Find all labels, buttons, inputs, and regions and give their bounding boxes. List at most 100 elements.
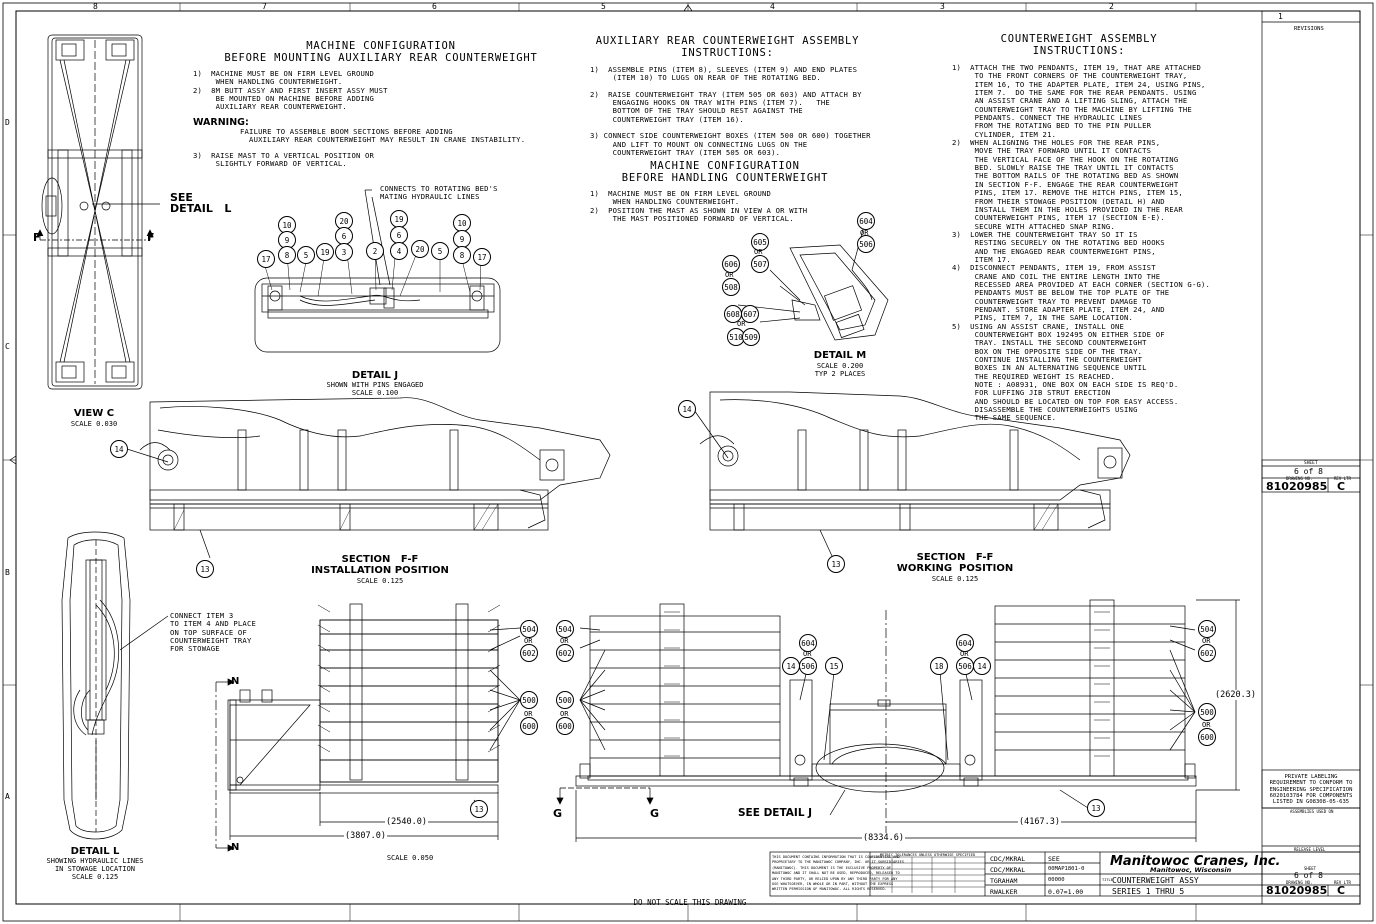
balloon: 3 (335, 243, 353, 261)
sheet-number: 6 of 8 (1294, 467, 1323, 476)
sheet-label: SHEET (1304, 461, 1318, 466)
balloon: 600 (1198, 728, 1216, 746)
or-label: OR (754, 248, 763, 256)
balloon: 604 (799, 634, 817, 652)
balloon: 13 (470, 800, 488, 818)
balloon: 8 (278, 246, 296, 264)
balloon: 13 (827, 555, 845, 573)
dimension-3807: (3807.0) (344, 831, 387, 841)
balloon: 509 (742, 328, 760, 346)
section-ff-working-scale: SCALE 0.125 (931, 575, 979, 583)
machine-config-2-title: MACHINE CONFIGURATION BEFORE HANDLING CO… (621, 160, 829, 184)
zone-d: D (5, 118, 10, 127)
zone-5: 5 (601, 2, 606, 11)
drawing-subtitle: SERIES 1 THRU 5 (1112, 887, 1185, 896)
engineer: TGRAHAM (990, 877, 1018, 885)
zone-3: 3 (940, 2, 945, 11)
balloon: 14 (782, 657, 800, 675)
zone-4: 4 (770, 2, 775, 11)
or-label: OR (1202, 637, 1211, 645)
sheet-number-bottom: 6 of 8 (1294, 871, 1323, 880)
balloon: 600 (520, 717, 538, 735)
scale-0050: SCALE 0.050 (386, 854, 434, 862)
or-label: OR (860, 229, 869, 237)
title-label: TITLE (1102, 878, 1113, 882)
or-label: OR (803, 650, 812, 658)
balloon: 18 (930, 657, 948, 675)
machine-config-item3: 3) RAISE MAST TO A VERTICAL POSITION OR … (193, 151, 375, 169)
balloon: 2 (366, 242, 384, 260)
view-c-scale: SCALE 0.030 (70, 420, 118, 428)
balloon: 8 (453, 246, 471, 264)
balloon: 504 (556, 620, 574, 638)
balloon: 600 (556, 717, 574, 735)
balloon: 607 (741, 305, 759, 323)
rev-label-bottom: REV LTR (1334, 880, 1351, 885)
revision-letter: C (1337, 480, 1346, 493)
section-ff-working-title: SECTION F-F WORKING POSITION (896, 552, 1014, 574)
release-level: RELEASE LEVEL (1294, 847, 1326, 852)
detail-j-title: DETAIL J (351, 370, 399, 381)
zone-2: 2 (1109, 2, 1114, 11)
balloon: 605 (751, 233, 769, 251)
machine-config-2-items: 1) MACHINE MUST BE ON FIRM LEVEL GROUND … (590, 189, 808, 223)
or-label: OR (737, 320, 746, 328)
or-label: OR (524, 637, 533, 645)
assemblies-used-on: ASSEMBLIES USED ON (1290, 809, 1334, 814)
balloon: 500 (1198, 703, 1216, 721)
rev-label: REV LTR (1334, 476, 1351, 481)
code: 00000 (1048, 877, 1065, 883)
detail-j-callout: CONNECTS TO ROTATING BED'S MATING HYDRAU… (380, 184, 498, 202)
balloon: 606 (722, 255, 740, 273)
balloon: 608 (724, 305, 742, 323)
balloon: 5 (431, 242, 449, 260)
balloon: 500 (556, 691, 574, 709)
balloon: 5 (297, 246, 315, 264)
balloon: 504 (1198, 620, 1216, 638)
balloon: 14 (678, 400, 696, 418)
drawing-no-label: DRAWING NO. (1286, 476, 1313, 481)
sheet-label-bottom: SHEET (1304, 866, 1317, 871)
section-n-bottom: N (231, 842, 240, 853)
drawing-number: 81020985 (1266, 480, 1328, 493)
zone-b: B (5, 568, 10, 577)
company-name: Manitowoc Cranes, Inc. (1110, 854, 1281, 869)
detail-j-sub: SHOWN WITH PINS ENGAGED (326, 381, 424, 389)
balloon: 14 (110, 440, 128, 458)
section-ff-install-title: SECTION F-F INSTALLATION POSITION (311, 554, 449, 576)
dimension-8334: (8334.6) (862, 833, 905, 843)
tolerances-note: METRIC TOLERANCES UNLESS OTHERWISE SPECI… (880, 853, 976, 857)
balloon: 13 (1087, 799, 1105, 817)
tray-front-view-drawing (556, 599, 1240, 842)
weight: SEE (1048, 855, 1060, 863)
checked-by: CDC/MKRAL (990, 866, 1026, 874)
drawing-no-label-bottom: DRAWING NO. (1286, 880, 1313, 885)
confidentiality-notice: THIS DOCUMENT CONTAINS INFORMATION THAT … (772, 855, 904, 892)
detail-m-sub: TYP 2 PLACES (814, 370, 866, 378)
drawing-number-bottom: 81020985 (1266, 884, 1328, 897)
or-label: OR (1202, 721, 1211, 729)
zone-7: 7 (262, 2, 267, 11)
detail-m-scale: SCALE 0.200 (816, 362, 864, 370)
revision-letter-bottom: C (1337, 884, 1346, 897)
balloon: 507 (751, 255, 769, 273)
detail-m-title: DETAIL M (813, 350, 867, 361)
zone-1: 1 (1278, 12, 1283, 21)
section-ff-working-drawing (693, 391, 1131, 557)
or-label: OR (524, 710, 533, 718)
section-g-right: G (650, 807, 660, 820)
company-location: Manitowoc, Wisconsin (1150, 866, 1232, 874)
balloon: 20 (335, 212, 353, 230)
section-g-left: G (553, 807, 563, 820)
cw-assembly-items: 1) ATTACH THE TWO PENDANTS, ITEM 19, THA… (952, 63, 1211, 423)
balloon: 17 (473, 248, 491, 266)
balloon: 13 (196, 560, 214, 578)
balloon: 15 (825, 657, 843, 675)
detail-l-scale: SCALE 0.125 (71, 873, 119, 881)
project-number: 00MAP1801-0 (1048, 866, 1085, 872)
warning-text: FAILURE TO ASSEMBLE BOOM SECTIONS BEFORE… (240, 127, 526, 145)
detail-j-drawing (254, 189, 501, 353)
zone-a: A (5, 792, 10, 801)
aux-rear-title: AUXILIARY REAR COUNTERWEIGHT ASSEMBLY IN… (595, 35, 860, 59)
